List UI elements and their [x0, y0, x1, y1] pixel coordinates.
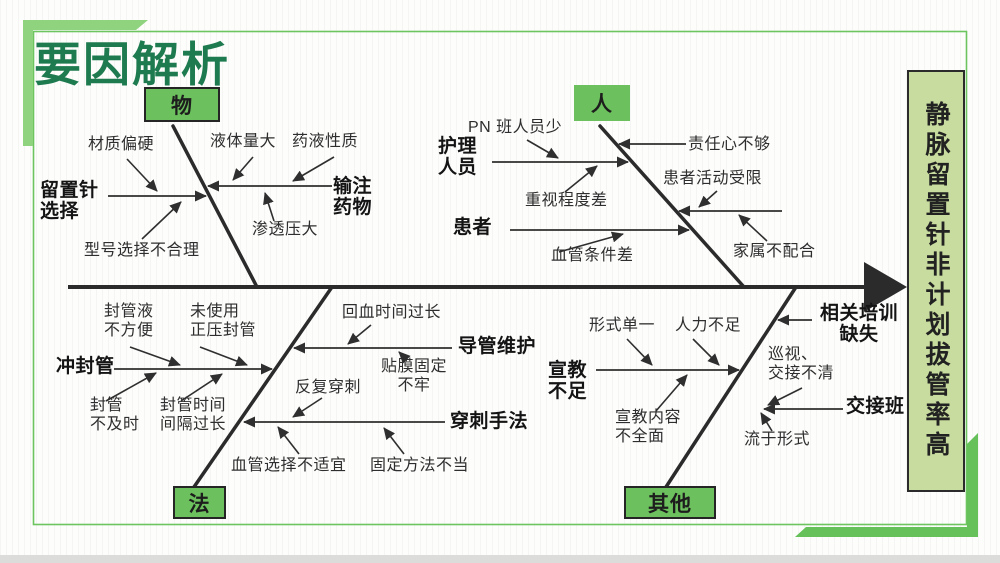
label-low-attention: 重视程度差	[525, 192, 608, 209]
label-content-incomplete: 宣教内容 不全面	[615, 409, 682, 445]
arrow-dressing-not-secure	[398, 351, 411, 364]
label-limited-patient-activity: 患者活动受限	[663, 170, 763, 187]
category-bones	[171, 124, 798, 489]
arrow-lock-not-timely	[105, 372, 157, 402]
spine-arrowhead	[864, 262, 907, 312]
arrow-low-attention	[564, 165, 598, 193]
arrow-few-pn-staff	[526, 139, 559, 159]
label-high-osmotic-pressure: 渗透压大	[252, 221, 319, 238]
label-hard-material: 材质偏硬	[88, 136, 155, 153]
arrow-content-incomplete	[655, 374, 688, 412]
bone-people	[598, 124, 746, 289]
category-box-people: 人	[574, 85, 630, 121]
arrow-vessel-choice-unsuitable	[277, 426, 300, 455]
slide-bottom-edge	[0, 555, 1000, 563]
rib-arrows	[108, 138, 843, 428]
category-box-material: 物	[144, 87, 220, 122]
secondary-arrows	[105, 139, 803, 455]
label-fixation-improper: 固定方法不当	[370, 457, 470, 474]
label-few-pn-staff: PN 班人员少	[468, 119, 563, 136]
bone-material	[171, 124, 259, 289]
label-puncture-technique: 穿刺手法	[450, 411, 529, 432]
arrow-manpower-shortage	[692, 338, 720, 366]
label-lock-not-timely: 封管 不及时	[90, 397, 140, 433]
arrow-large-fluid-volume	[232, 156, 254, 181]
arrow-limited-patient-activity	[698, 190, 718, 208]
label-flush-lock: 冲封管	[56, 356, 115, 377]
label-shift-handover: 交接班	[846, 396, 905, 417]
arrow-poor-vessel-condition	[558, 231, 624, 253]
arrow-lock-interval-too-long	[180, 373, 223, 402]
label-insufficient-responsibility: 责任心不够	[688, 136, 771, 153]
label-mere-formality: 流于形式	[744, 431, 811, 448]
slide-frame	[32, 30, 968, 526]
bone-method	[192, 285, 334, 489]
arrow-drug-property	[292, 156, 335, 182]
effect-box: 静脉留置针非计划拔管率高	[907, 70, 965, 492]
label-lock-interval-too-long: 封管时间 间隔过长	[160, 397, 227, 433]
arrow-lock-solution-inconvenient	[129, 346, 181, 367]
effect-text: 静脉留置针非计划拔管率高	[922, 101, 950, 461]
bone-other	[664, 285, 798, 489]
label-training-missing: 相关培训 缺失	[819, 303, 898, 346]
arrow-blood-return-too-long	[347, 324, 372, 345]
page-title: 要因解析	[34, 38, 230, 91]
arrow-wrong-model	[141, 201, 182, 240]
arrow-family-uncooperative	[738, 214, 768, 242]
label-nursing-staff: 护理 人员	[438, 136, 478, 179]
label-catheter-maintenance: 导管维护	[458, 336, 537, 357]
label-rounds-handover-unclear: 巡视、 交接不清	[768, 346, 835, 382]
label-dressing-not-secure: 贴膜固定 不牢	[381, 358, 448, 394]
arrow-repeated-puncture	[292, 397, 323, 418]
arrow-mere-formality	[760, 412, 773, 432]
label-wrong-model: 型号选择不合理	[84, 242, 200, 259]
arrow-rounds-handover-unclear	[767, 387, 803, 406]
label-education-insufficient: 宣教 不足	[548, 360, 588, 403]
label-lock-solution-inconvenient: 封管液 不方便	[104, 303, 154, 339]
label-blood-return-too-long: 回血时间过长	[342, 304, 442, 321]
category-box-method: 法	[173, 486, 226, 519]
label-single-format: 形式单一	[589, 317, 656, 334]
label-large-fluid-volume: 液体量大	[210, 133, 277, 150]
arrow-fixation-improper	[383, 427, 405, 455]
label-patient: 患者	[453, 217, 493, 238]
arrow-hard-material	[126, 158, 158, 192]
label-needle-selection: 留置针 选择	[40, 180, 99, 223]
label-manpower-shortage: 人力不足	[675, 317, 742, 334]
label-drug-property: 药液性质	[292, 133, 359, 150]
label-vessel-choice-unsuitable: 血管选择不适宜	[231, 457, 347, 474]
label-family-uncooperative: 家属不配合	[733, 243, 816, 260]
arrow-single-format	[626, 338, 653, 366]
label-poor-vessel-condition: 血管条件差	[551, 247, 634, 264]
arrow-high-osmotic-pressure	[263, 192, 275, 222]
label-infusion-drug: 输注 药物	[333, 176, 373, 219]
label-repeated-puncture: 反复穿刺	[295, 379, 362, 396]
label-no-positive-pressure-lock: 未使用 正压封管	[190, 303, 257, 339]
arrow-no-positive-pressure-lock	[199, 346, 248, 367]
category-box-other: 其他	[624, 486, 716, 519]
